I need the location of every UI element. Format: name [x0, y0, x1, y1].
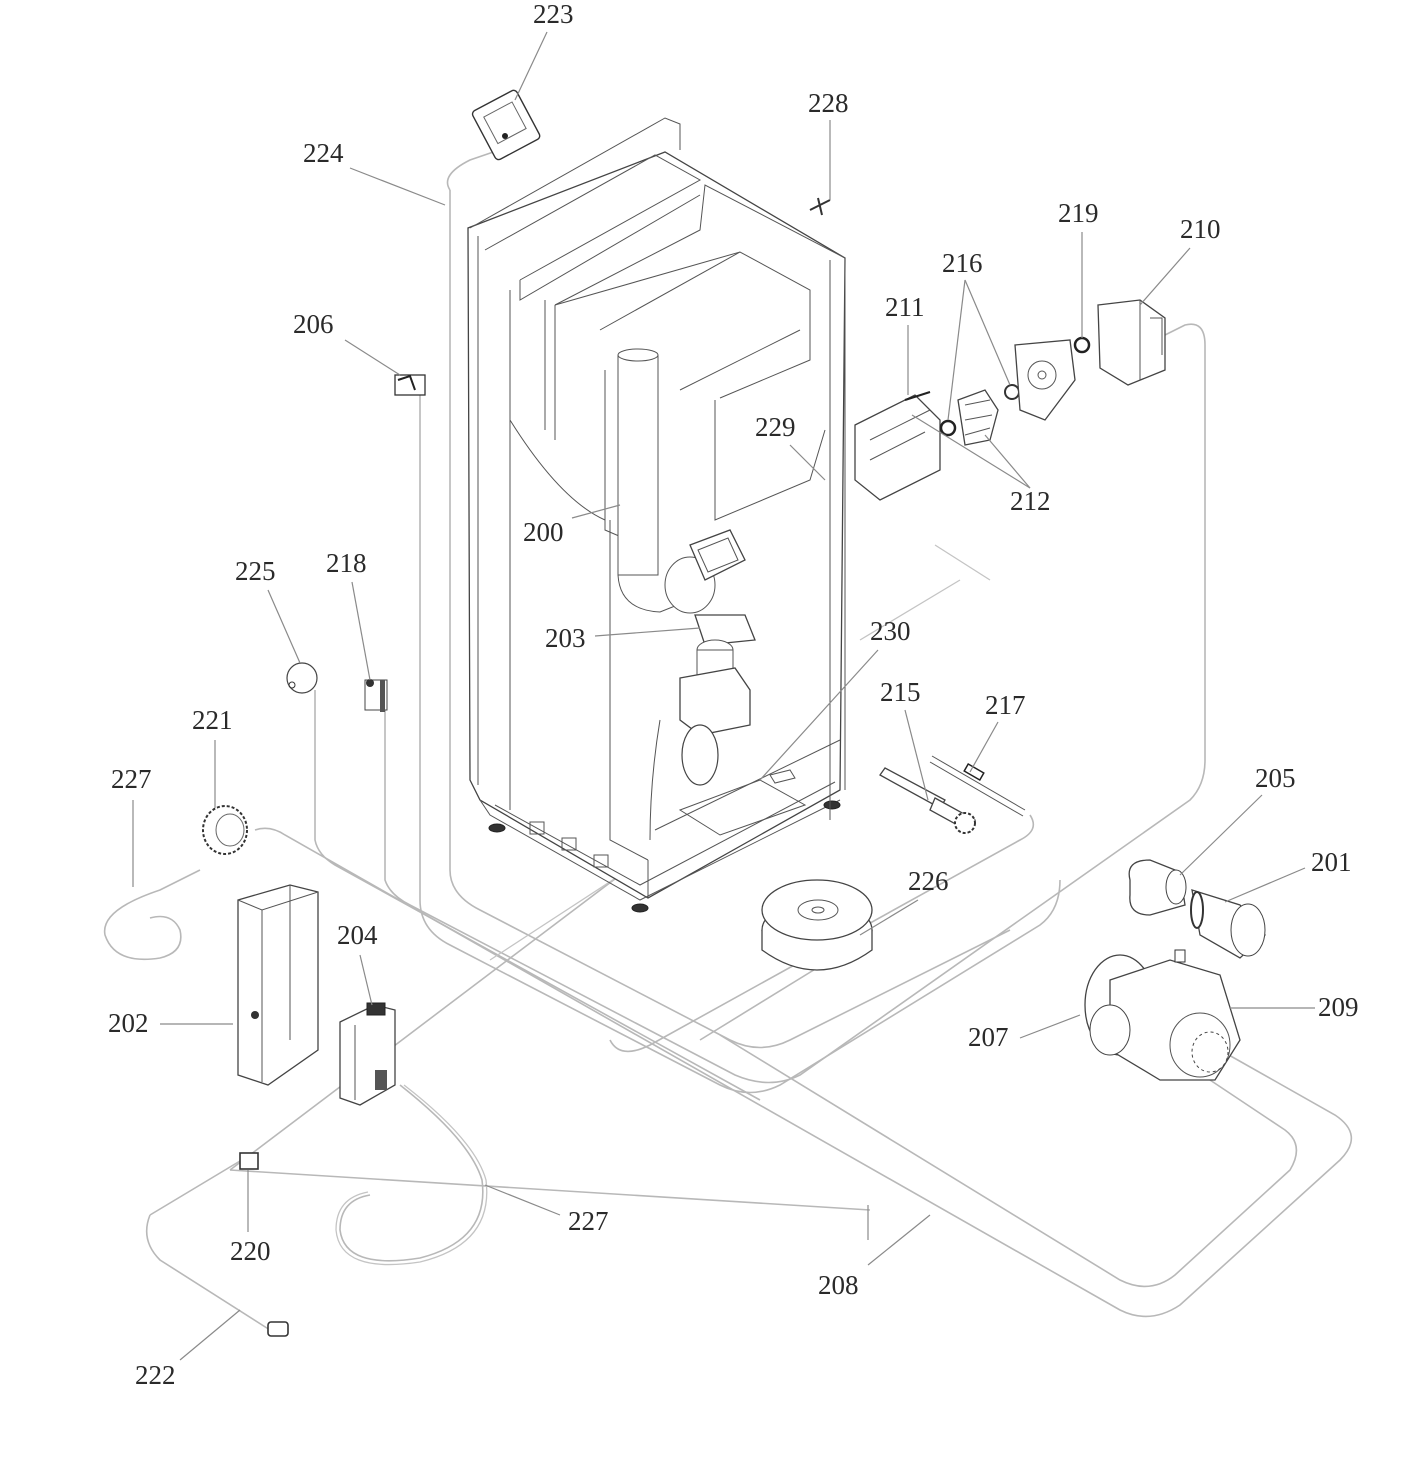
cabinet-frame [467, 117, 846, 913]
clip-228 [809, 197, 831, 216]
exhaust-blower-209 [1084, 949, 1241, 1081]
callout-206: 206 [293, 309, 334, 339]
impeller-212 [957, 389, 999, 446]
vacuum-switch-225 [286, 662, 318, 694]
flange-plate [1014, 339, 1076, 421]
bushing-219 [1073, 336, 1091, 354]
callout-216: 216 [942, 248, 983, 278]
callout-224: 224 [303, 138, 344, 168]
callout-200: 200 [523, 517, 564, 547]
callout-209: 209 [1318, 992, 1359, 1022]
callout-218: 218 [326, 548, 367, 578]
callout-labels: 223 228 224 219 210 216 211 212 206 229 … [108, 0, 1359, 1390]
callout-207: 207 [968, 1022, 1009, 1052]
callout-205: 205 [1255, 763, 1296, 793]
callout-202: 202 [108, 1008, 149, 1038]
callout-227-bottom: 227 [568, 1206, 609, 1236]
callout-221: 221 [192, 705, 233, 735]
callout-228: 228 [808, 88, 849, 118]
control-board-204 [339, 1002, 396, 1106]
exhaust-elbow-205 [1128, 859, 1187, 916]
callout-217: 217 [985, 690, 1026, 720]
callout-215: 215 [880, 677, 921, 707]
bearing-216-a [939, 419, 957, 437]
leader-lines [132, 31, 1315, 1361]
high-limit-218 [364, 679, 388, 712]
callout-203: 203 [545, 623, 586, 653]
gear-motor-210 [1097, 299, 1166, 386]
igniter-217 [929, 755, 1026, 817]
callout-208: 208 [818, 1270, 859, 1300]
callout-229: 229 [755, 412, 796, 442]
thermal-switch-206 [394, 374, 426, 396]
callout-226: 226 [908, 866, 949, 896]
power-switch-220 [239, 1152, 259, 1170]
callout-212: 212 [1010, 486, 1051, 516]
igniter-holder-215 [879, 767, 976, 834]
callout-211: 211 [885, 292, 925, 322]
bracket-202 [237, 884, 319, 1086]
hose-227-bottom [335, 1084, 488, 1266]
callout-225: 225 [235, 556, 276, 586]
callout-222: 222 [135, 1360, 176, 1390]
power-plug-222 [267, 1321, 289, 1337]
callout-230: 230 [870, 616, 911, 646]
callout-210: 210 [1180, 214, 1221, 244]
display-panel-223 [471, 89, 541, 161]
motor-assembly-211 [854, 391, 941, 501]
callout-219: 219 [1058, 198, 1099, 228]
callout-220: 220 [230, 1236, 271, 1266]
exhaust-adapter-201 [1190, 889, 1266, 959]
callout-201: 201 [1311, 847, 1352, 877]
callout-223: 223 [533, 0, 574, 29]
hose-227-left [103, 869, 201, 961]
callout-227-left: 227 [111, 764, 152, 794]
pressure-sensor-221 [202, 805, 248, 855]
callout-204: 204 [337, 920, 378, 950]
fan-wheel-226 [761, 879, 873, 971]
bearing-216-b [1004, 384, 1020, 400]
